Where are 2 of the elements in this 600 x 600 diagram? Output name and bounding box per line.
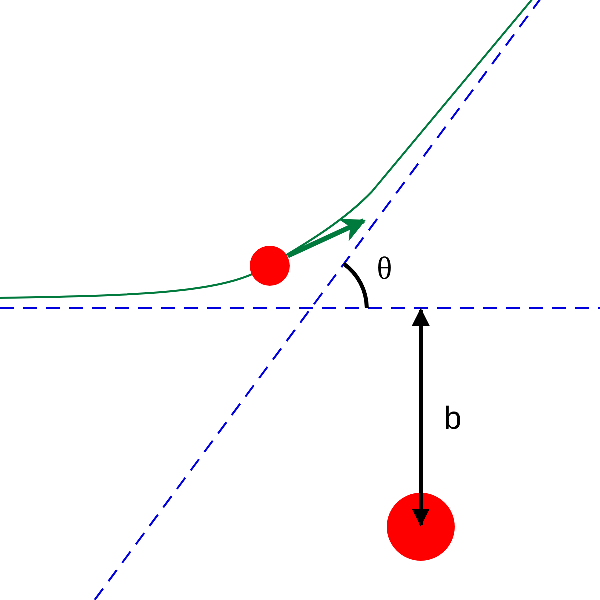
angle-label: θ — [377, 252, 392, 284]
distance-label: b — [444, 402, 462, 434]
